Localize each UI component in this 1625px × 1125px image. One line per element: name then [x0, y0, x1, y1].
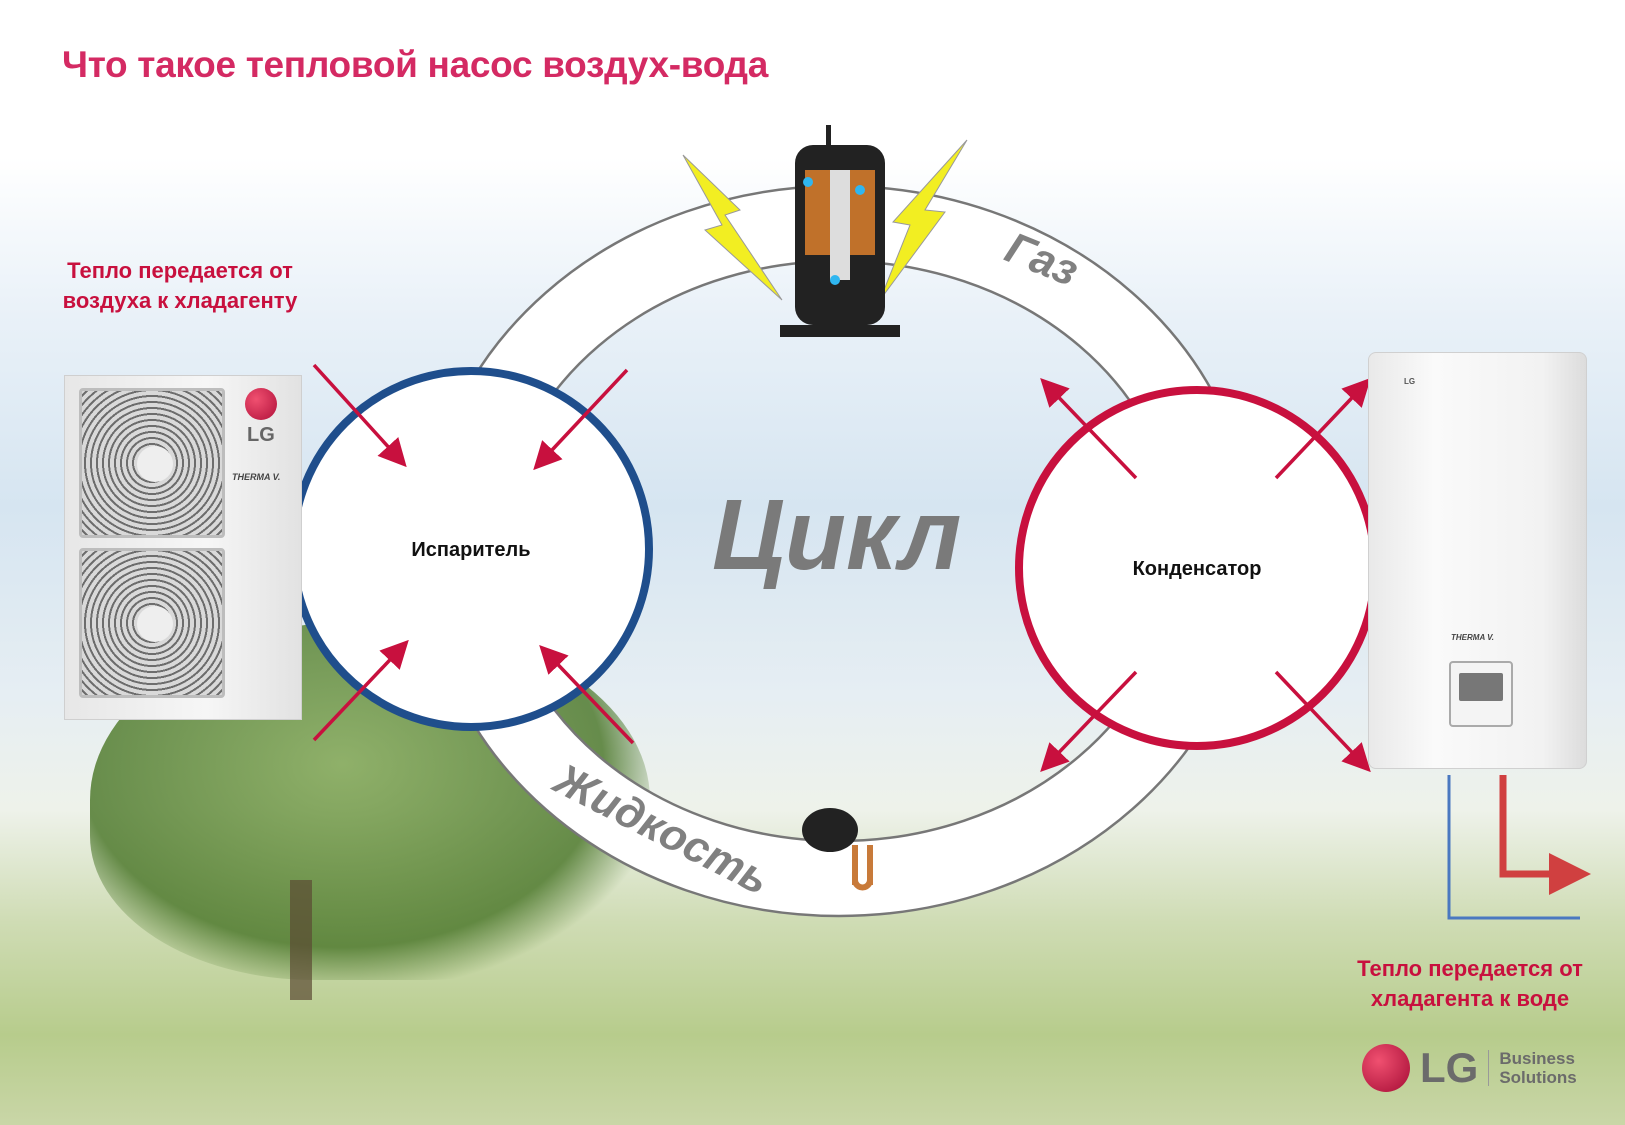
indoor-brand: LG: [1404, 377, 1416, 386]
expansion-valve-icon: [802, 808, 873, 891]
logo-divider: [1488, 1050, 1490, 1086]
tree-trunk: [290, 880, 312, 1000]
lg-business-solutions-logo: LG Business Solutions: [1362, 1044, 1577, 1092]
note-refrigerant-to-water: Тепло передается от хладагента к воде: [1320, 954, 1620, 1014]
evaporator-label: Испаритель: [411, 539, 531, 561]
logo-brand: LG: [1420, 1044, 1479, 1091]
logo-line: Business: [1499, 1049, 1575, 1068]
return-water-pipe: [1447, 775, 1580, 920]
flow-water-pipe: [1499, 775, 1591, 895]
outdoor-brand: LG: [247, 424, 275, 446]
fan-icon: [79, 388, 225, 538]
page-title: Что такое тепловой насос воздух-вода: [62, 44, 768, 85]
display-screen: [1459, 673, 1503, 701]
note-line: Тепло передается от: [1357, 956, 1583, 981]
control-panel: [1449, 661, 1513, 727]
note-air-to-refrigerant: Тепло передается от воздуха к хладагенту: [30, 256, 330, 316]
lg-logo-icon: [1362, 1044, 1410, 1092]
logo-text: Business Solutions: [1499, 1049, 1576, 1087]
cycle-label: Цикл: [712, 479, 962, 591]
fan-icon: [79, 548, 225, 698]
note-line: Тепло передается от: [67, 258, 293, 283]
condenser-label: Конденсатор: [1132, 558, 1262, 580]
note-line: хладагента к воде: [1370, 986, 1570, 1011]
note-line: воздуха к хладагенту: [62, 288, 298, 313]
compressor-icon: [780, 125, 900, 337]
outdoor-unit: LG THERMA V.: [64, 375, 302, 720]
lg-logo-icon: [245, 388, 277, 420]
indoor-unit: LG THERMA V.: [1368, 352, 1587, 769]
indoor-model: THERMA V.: [1451, 633, 1494, 642]
lightning-left-icon: [682, 154, 783, 301]
logo-line: Solutions: [1499, 1068, 1577, 1087]
heat-arrows: [312, 363, 1371, 773]
outdoor-model: THERMA V.: [232, 472, 281, 482]
